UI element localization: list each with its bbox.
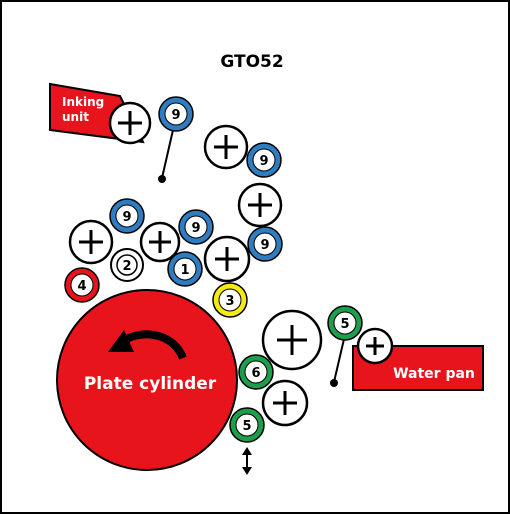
plus-roller <box>261 309 323 371</box>
roller-9-right-b: 9 <box>247 226 283 262</box>
double-arrow-vertical-icon <box>242 447 252 475</box>
plus-icon <box>215 247 239 271</box>
plus-icon <box>214 135 238 159</box>
roller-9-right-a: 9 <box>246 142 282 178</box>
plus-roller <box>356 327 394 365</box>
roller-1: 1 <box>167 251 203 287</box>
plus-roller <box>68 219 114 265</box>
roller-9-top: 9 <box>158 96 194 132</box>
plus-icon <box>248 193 272 217</box>
roller-number: 9 <box>260 238 269 253</box>
roller-6: 6 <box>238 354 274 390</box>
plus-roller <box>203 124 249 170</box>
water-pan-label: Water pan <box>393 366 475 382</box>
roller-9-left: 9 <box>109 198 145 234</box>
roller-2: 2 <box>110 248 144 282</box>
roller-3: 3 <box>212 282 248 318</box>
roller-number: 3 <box>225 294 234 309</box>
roller-number: 1 <box>180 263 189 278</box>
roller-number: 9 <box>191 221 200 236</box>
roller-number: 4 <box>77 279 86 294</box>
roller-number: 5 <box>340 317 349 332</box>
roller-number: 2 <box>122 259 131 274</box>
roller-number: 9 <box>259 154 268 169</box>
inking-unit-label-line1: Inking <box>62 95 104 109</box>
plate-cylinder-label: Plate cylinder <box>84 374 217 394</box>
roller-5-water: 5 <box>327 305 363 341</box>
roller-9-mid: 9 <box>178 209 214 245</box>
inking-unit-label-line2: unit <box>62 110 89 124</box>
plus-roller <box>237 182 283 228</box>
plus-roller <box>261 379 309 427</box>
plus-icon <box>118 111 142 135</box>
curved-arrow-head <box>108 330 134 352</box>
plate-cylinder: Plate cylinder <box>56 289 238 471</box>
roller-4: 4 <box>64 267 100 303</box>
roller-number: 9 <box>171 108 180 123</box>
plus-roller <box>139 221 181 263</box>
plus-icon <box>273 391 297 415</box>
diagram-title: GTO52 <box>220 52 283 72</box>
pivot-arm-left <box>158 129 174 183</box>
roller-number: 6 <box>251 366 260 381</box>
plus-icon <box>149 231 171 253</box>
pivot-arm-right <box>330 338 345 387</box>
plus-icon <box>366 337 384 355</box>
roller-number: 9 <box>122 210 131 225</box>
plus-roller <box>203 235 251 283</box>
roller-number: 5 <box>242 419 251 434</box>
inking-roller <box>108 101 152 145</box>
plus-icon <box>79 230 103 254</box>
plus-icon <box>277 325 307 355</box>
roller-5-bottom: 5 <box>229 407 265 443</box>
